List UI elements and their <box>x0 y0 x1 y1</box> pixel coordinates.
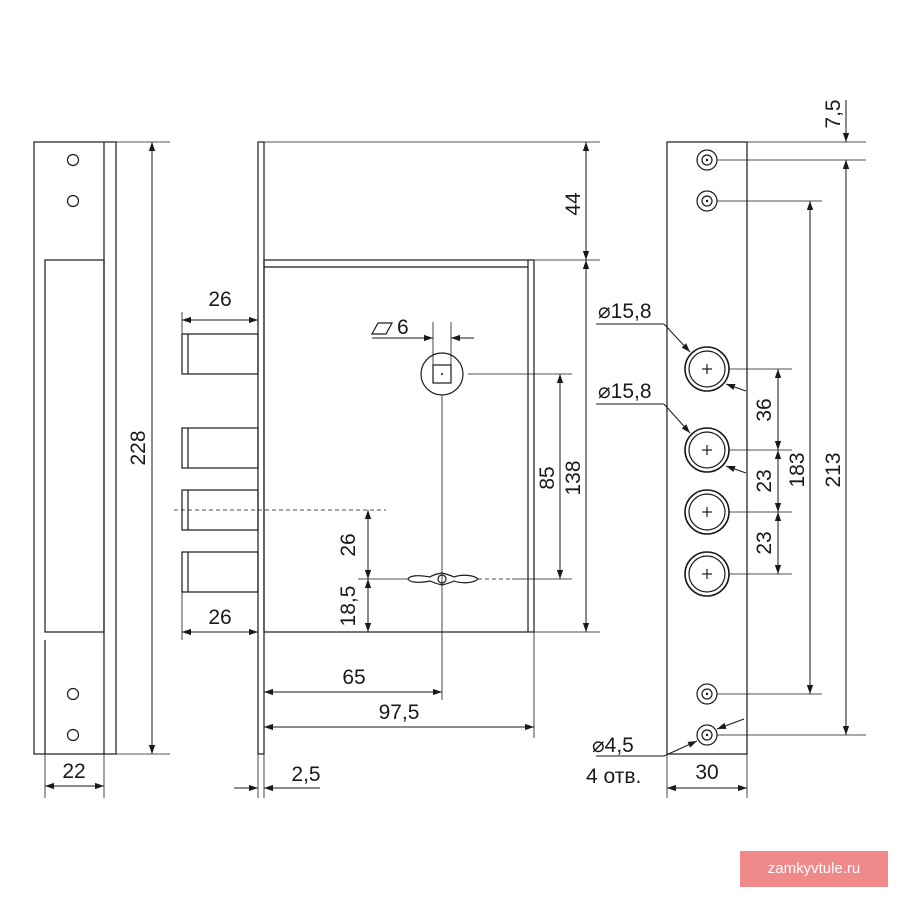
dim-cylinder-diameter-2: ⌀15,8 <box>598 380 652 403</box>
screw-hole-icon <box>696 149 718 171</box>
dim-cylinder-spacing-2: 23 <box>753 469 776 492</box>
dim-key-to-bottom: 18,5 <box>337 586 360 627</box>
dim-small-hole-count: 4 отв. <box>586 765 641 788</box>
bolt-hole-icon <box>684 551 730 597</box>
strike-hole-icon <box>66 687 80 701</box>
dim-plate-thickness: 2,5 <box>291 763 320 786</box>
strike-plate-outline <box>33 141 117 755</box>
dim-left-width: 22 <box>62 760 85 783</box>
bolt <box>181 427 259 469</box>
dim-small-hole-diameter: ⌀4,5 <box>592 734 634 757</box>
dim-holes-inner: 183 <box>786 452 809 487</box>
dim-top-hole: 7,5 <box>822 99 845 128</box>
dim-cylinder-diameter-1: ⌀15,8 <box>598 300 652 323</box>
bolt-hole-icon <box>684 489 730 535</box>
screw-hole-icon <box>696 190 718 212</box>
faceplate-view: ⌀15,8 ⌀15,8 36 23 23 183 213 7,5 <box>586 99 866 798</box>
dim-holes-outer: 213 <box>822 452 845 487</box>
dim-cylinder-spacing-1: 36 <box>753 398 776 421</box>
dim-bolt-bottom: 26 <box>208 606 231 629</box>
bolt-hole-icon <box>684 346 730 392</box>
dim-spindle-size: 6 <box>397 316 409 339</box>
dim-top-offset: 44 <box>562 192 585 216</box>
bolt <box>181 551 259 593</box>
dim-spindle-x: 65 <box>342 666 365 689</box>
dim-body-width: 97,5 <box>379 701 420 724</box>
dim-left-height: 228 <box>127 430 150 465</box>
dim-body-height: 138 <box>562 460 585 495</box>
dim-spindle-to-key: 85 <box>536 466 559 489</box>
lock-body-view: 26 26 6 44 85 138 26 18,5 <box>174 141 600 798</box>
strike-plate-view: 228 22 <box>33 141 170 798</box>
square-symbol-icon <box>370 322 394 335</box>
strike-hole-icon <box>66 728 80 742</box>
dim-cylinder-spacing-3: 23 <box>753 531 776 554</box>
lock-case <box>263 259 529 633</box>
dim-right-width: 30 <box>695 761 718 784</box>
bolt <box>181 333 259 375</box>
screw-hole-icon <box>696 683 718 705</box>
site-badge[interactable]: zamkyvtule.ru <box>740 851 888 887</box>
dim-bolt-spacing: 26 <box>337 533 360 556</box>
screw-hole-icon <box>696 724 718 746</box>
spindle-square <box>432 364 452 384</box>
bolt-hole-icon <box>684 427 730 473</box>
strike-hole-icon <box>66 153 80 167</box>
strike-plate-opening <box>44 259 105 633</box>
strike-hole-icon <box>66 194 80 208</box>
faceplate-outline <box>666 141 748 755</box>
faceplate <box>257 141 265 755</box>
dim-bolt-top: 26 <box>208 288 231 311</box>
